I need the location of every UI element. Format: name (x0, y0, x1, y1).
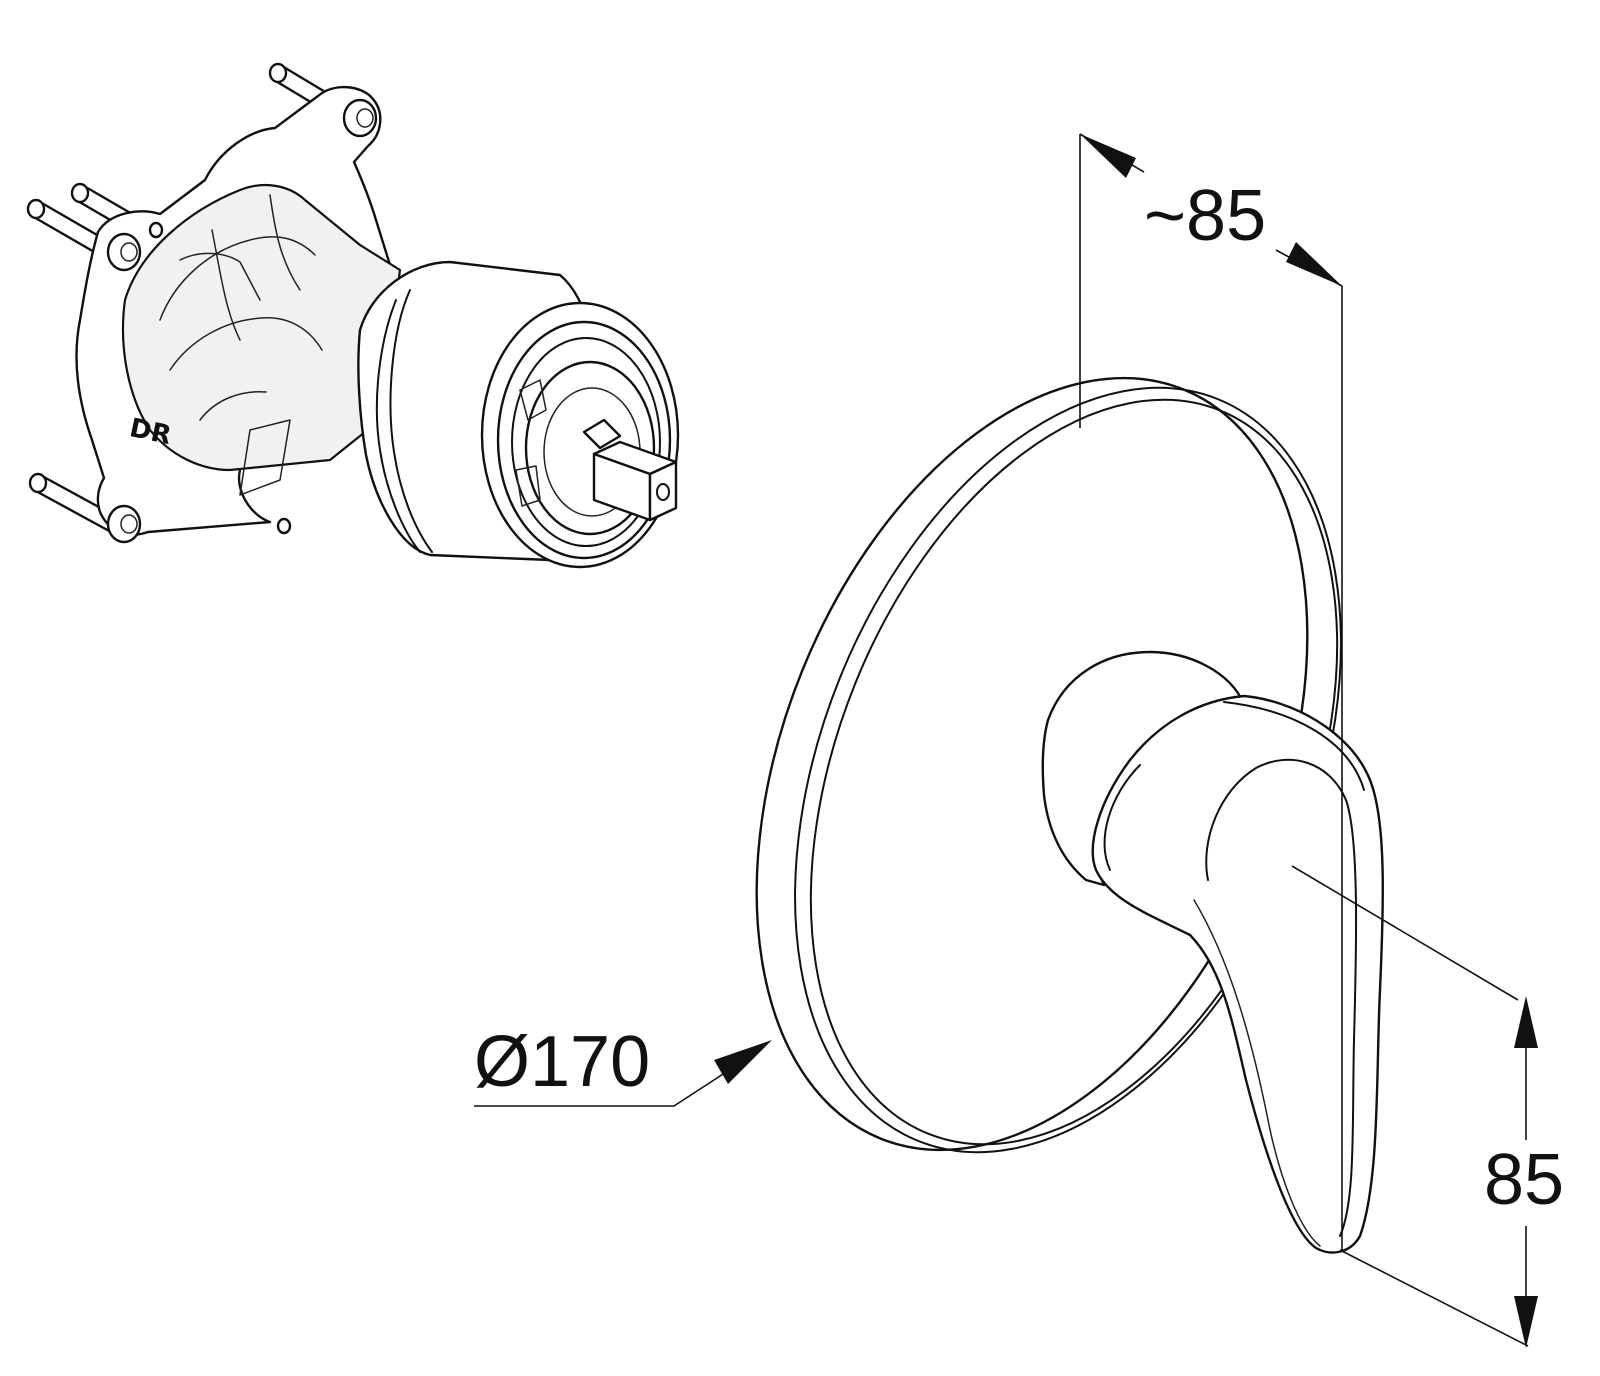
handle-height-dimension: 85 (1476, 996, 1576, 1348)
depth-arrow-left (1080, 134, 1136, 178)
casting (121, 183, 402, 472)
mixer-trim (755, 376, 1529, 1347)
depth-dimension: ~85 (1079, 133, 1343, 1250)
handle-lever (1091, 694, 1385, 1254)
depth-arrow-right (1286, 242, 1342, 286)
spindle (592, 440, 678, 522)
height-arrow-top (1514, 996, 1538, 1048)
concealed-valve-body: DR (26, 62, 680, 569)
diameter-dimension-label: Ø170 (474, 1022, 650, 1102)
diameter-arrow (714, 1040, 772, 1084)
depth-dimension-label: ~85 (1144, 176, 1266, 256)
diameter-dimension: Ø170 (474, 1022, 772, 1107)
handle-height-label: 85 (1484, 1140, 1564, 1220)
lever-handle[interactable] (1041, 650, 1385, 1254)
plate-screws (106, 98, 378, 544)
height-arrow-bottom (1514, 1296, 1538, 1348)
